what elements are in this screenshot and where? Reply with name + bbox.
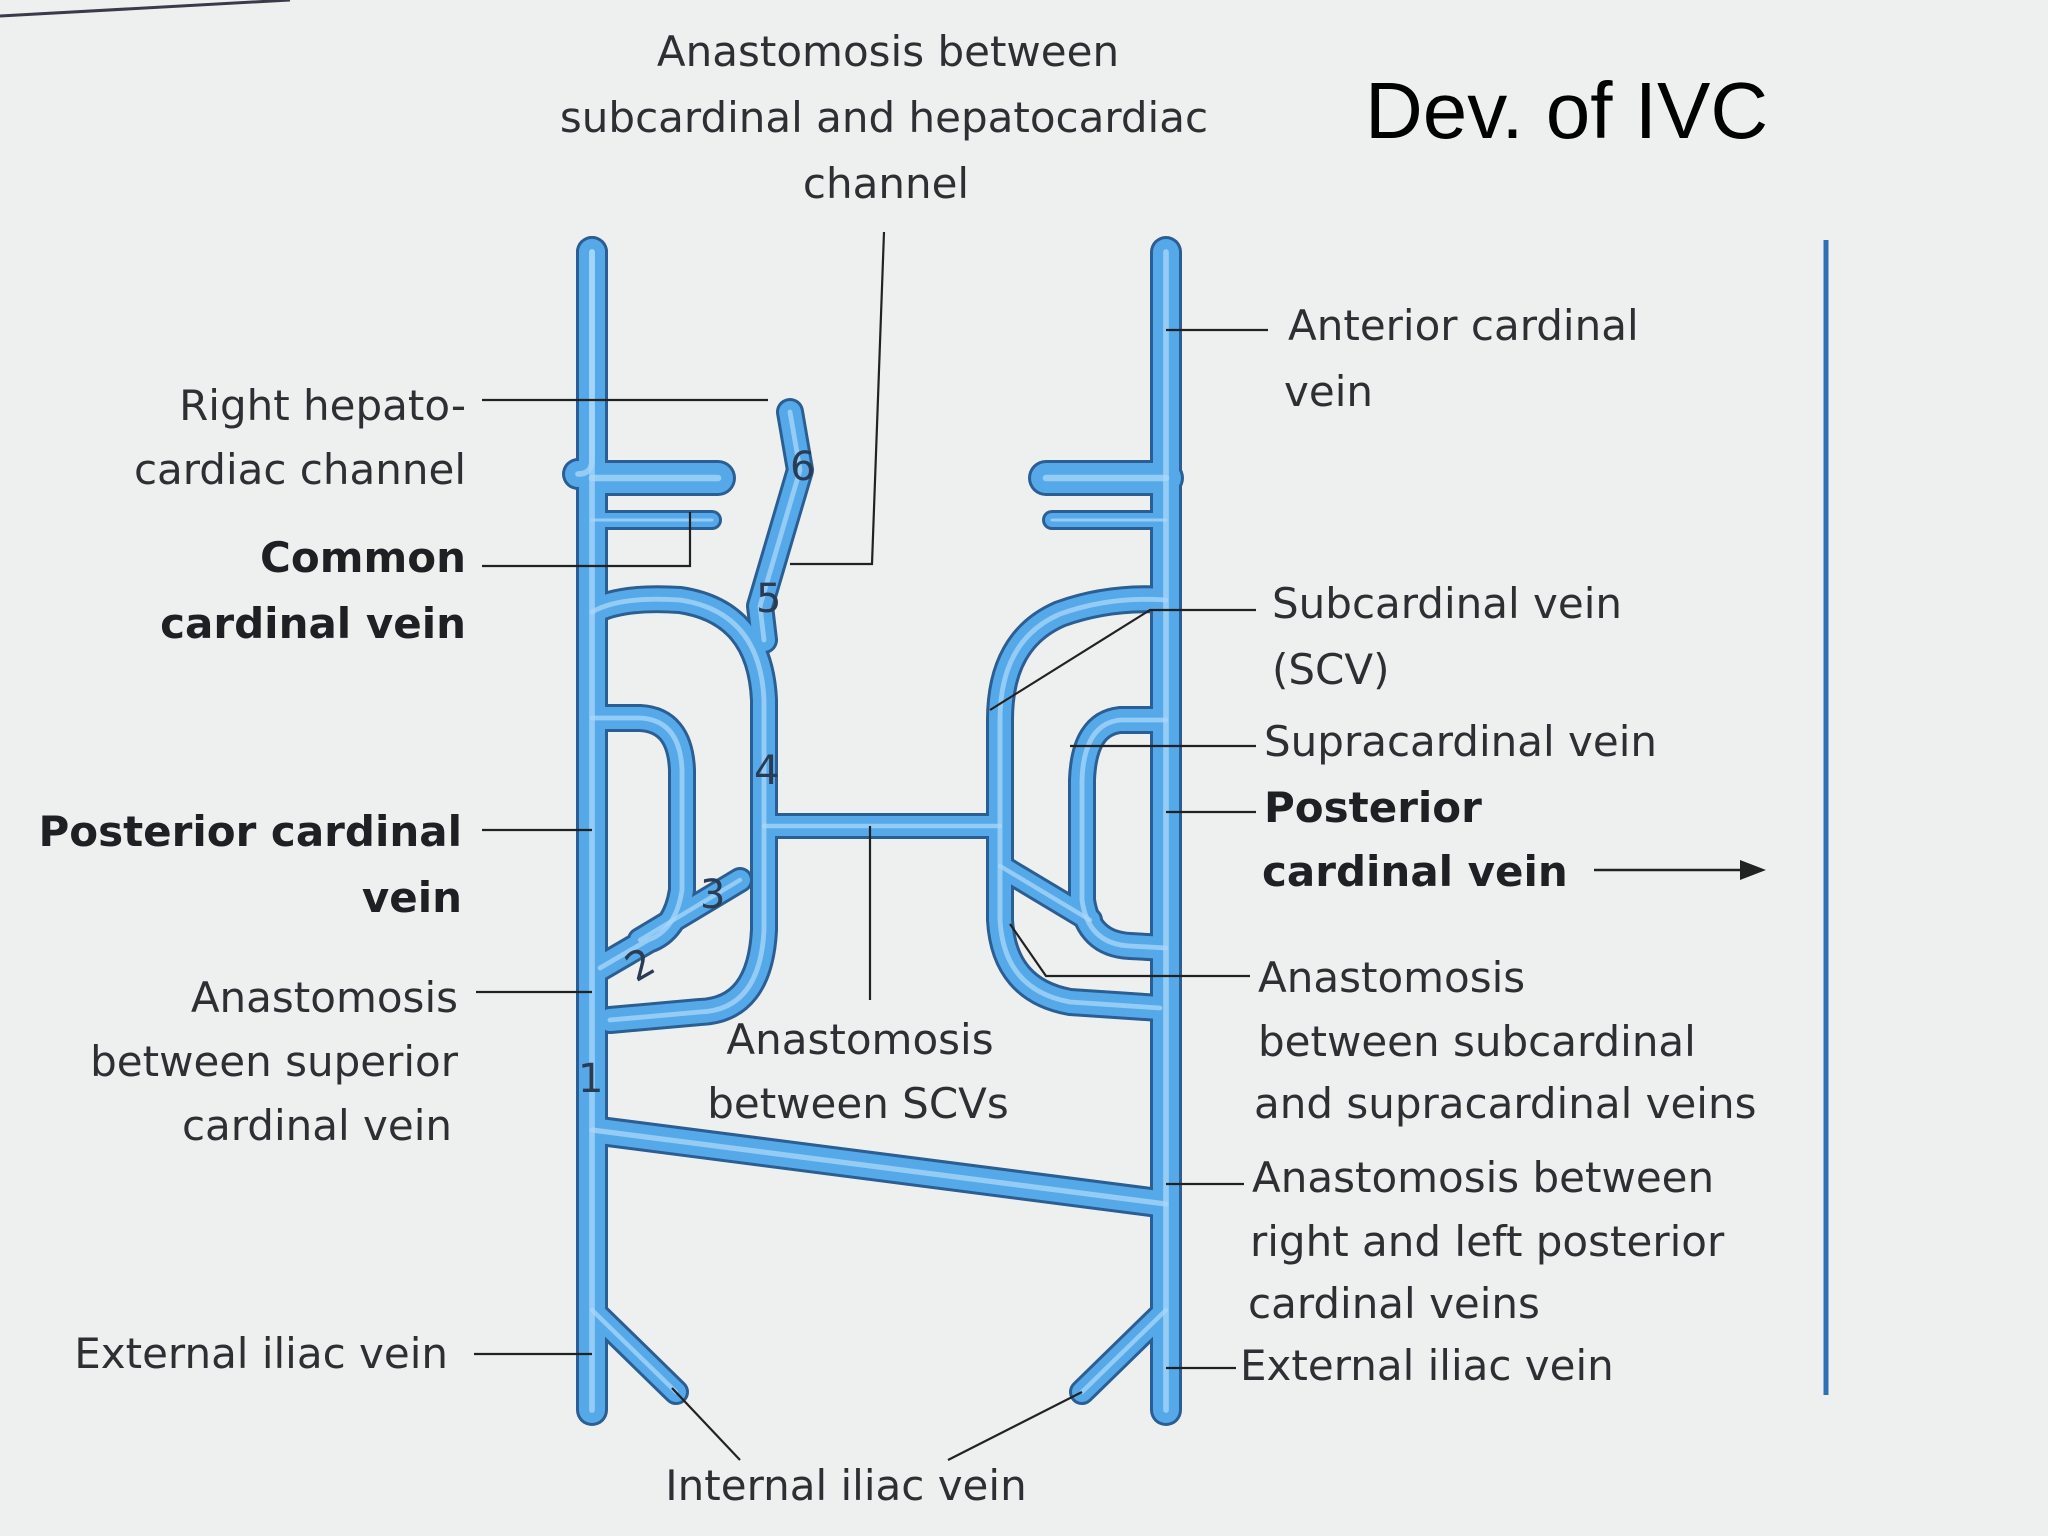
label-line: vein — [362, 873, 462, 922]
label-top-anastomosis: Anastomosis between subcardinal and hepa… — [560, 27, 1208, 208]
label-posterior-cardinal-vein-left: Posterior cardinal vein — [38, 807, 462, 922]
left-supracardinal-vein-highlight — [589, 715, 685, 971]
label-external-iliac-vein-right: External iliac vein — [1240, 1341, 1614, 1390]
segment-number-3: 3 — [700, 872, 725, 918]
left-sub-supra-anastomosis-highlight — [637, 877, 743, 943]
leader-lines — [474, 231, 1268, 1461]
label-right-hepatocardiac-channel: Right hepato- cardiac channel — [134, 381, 466, 494]
label-anastomosis-posterior-cardinals: Anastomosis between right and left poste… — [1248, 1153, 1725, 1328]
label-line: between superior — [90, 1037, 459, 1086]
right-subcardinal-vein-highlight — [997, 596, 1169, 1011]
label-line: Anastomosis — [726, 1015, 993, 1064]
label-line: between SCVs — [707, 1079, 1009, 1128]
label-line: Anastomosis between — [657, 27, 1119, 76]
label-line: right and left posterior — [1250, 1217, 1725, 1266]
label-line: (SCV) — [1272, 645, 1390, 694]
label-line: subcardinal and hepatocardiac — [560, 93, 1208, 142]
label-line: Anastomosis between — [1252, 1153, 1714, 1202]
leader-internal-iliac-left — [671, 1387, 741, 1461]
label-line: Anterior cardinal — [1288, 301, 1639, 350]
vein-network — [562, 236, 1184, 1426]
label-line: cardinal vein — [160, 599, 466, 648]
right-supracardinal-vein-highlight — [1079, 717, 1169, 951]
label-line: Right hepato- — [179, 381, 466, 430]
segment-number-6: 6 — [790, 444, 815, 490]
label-anastomosis-sub-supra: Anastomosis between subcardinal and supr… — [1254, 953, 1756, 1128]
label-anastomosis-superior-cardinal: Anastomosis between superior cardinal ve… — [90, 973, 459, 1150]
left-subcardinal-vein-highlight — [589, 596, 767, 1023]
label-line: channel — [803, 159, 969, 208]
label-line: vein — [1284, 367, 1373, 416]
label-posterior-cardinal-vein-right: Posterior cardinal vein — [1262, 783, 1568, 896]
left-anterior-cardinal-stub-highlight — [575, 249, 595, 477]
label-common-cardinal-vein: Common cardinal vein — [160, 533, 466, 648]
label-line: Subcardinal vein — [1272, 579, 1622, 628]
right-hepatocardiac-channel-highlight — [757, 409, 803, 643]
label-line: Common — [260, 533, 466, 582]
label-line: and supracardinal veins — [1254, 1079, 1756, 1128]
label-line: between subcardinal — [1258, 1017, 1696, 1066]
label-line: Posterior cardinal — [38, 807, 462, 856]
label-line: cardinal veins — [1248, 1279, 1540, 1328]
label-subcardinal-vein: Subcardinal vein (SCV) — [1272, 579, 1622, 694]
leader-top-anastomosis — [790, 231, 886, 566]
label-anastomosis-between-scvs: Anastomosis between SCVs — [707, 1015, 1009, 1128]
label-line: cardinal vein — [1262, 847, 1568, 896]
slide-title: Dev. of IVC — [1365, 66, 1768, 155]
label-line: Anastomosis — [191, 973, 458, 1022]
leader-common-cardinal — [482, 512, 692, 568]
vein-highlight-layer — [575, 249, 1170, 1413]
label-line: Posterior — [1264, 783, 1482, 832]
leader-internal-iliac-right — [947, 1391, 1083, 1461]
label-line: cardiac channel — [134, 445, 466, 494]
posterior-cardinal-anastomosis-highlight — [589, 1127, 1169, 1207]
leader-subcardinal — [989, 608, 1256, 711]
right-arrow-icon — [1594, 860, 1766, 880]
segment-number-5: 5 — [756, 576, 781, 622]
leader-anast-sub-supra — [1009, 923, 1250, 978]
label-external-iliac-vein-left: External iliac vein — [74, 1329, 448, 1378]
page-edge-line — [0, 0, 291, 18]
segment-number-1: 1 — [578, 1056, 603, 1102]
label-supracardinal-vein: Supracardinal vein — [1264, 717, 1657, 766]
right-internal-iliac-vein-highlight — [1079, 1307, 1169, 1395]
label-internal-iliac-vein: Internal iliac vein — [665, 1461, 1026, 1510]
right-sub-supra-anastomosis-highlight — [997, 863, 1093, 923]
label-line: Anastomosis — [1258, 953, 1525, 1002]
left-internal-iliac-vein-highlight — [589, 1307, 679, 1395]
label-line: cardinal vein — [182, 1101, 452, 1150]
label-anterior-cardinal-vein: Anterior cardinal vein — [1284, 301, 1639, 416]
segment-number-4: 4 — [754, 748, 779, 794]
